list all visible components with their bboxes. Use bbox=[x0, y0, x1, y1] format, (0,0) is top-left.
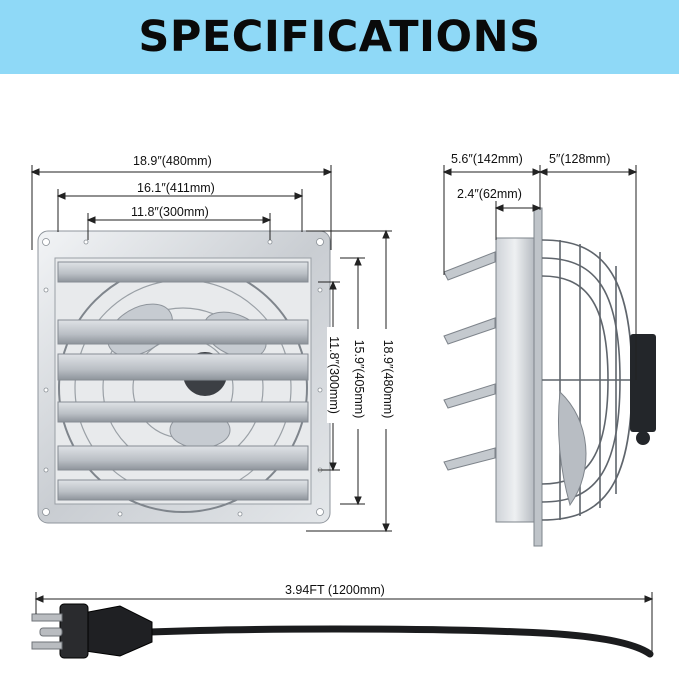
front-width-outer-label: 18.9″(480mm) bbox=[132, 154, 213, 168]
side-depth-total-label: 5.6″(142mm) bbox=[450, 152, 524, 166]
side-dimension-lines bbox=[442, 165, 638, 380]
front-height-outer-label: 18.9″(480mm) bbox=[381, 329, 395, 429]
front-dimension-lines bbox=[30, 165, 392, 533]
side-depth-guard-label: 5″(128mm) bbox=[548, 152, 612, 166]
cord-length-label: 3.94FT (1200mm) bbox=[284, 583, 386, 597]
front-height-inner-label: 11.8″(300mm) bbox=[327, 327, 341, 423]
title-banner bbox=[0, 0, 679, 74]
side-depth-shutter-label: 2.4″(62mm) bbox=[456, 187, 523, 201]
fan-front-view bbox=[37, 230, 331, 524]
fan-side-view bbox=[443, 207, 656, 547]
cord-dimension-line bbox=[34, 592, 654, 654]
page-title: SPECIFICATIONS bbox=[138, 12, 541, 62]
power-cord bbox=[146, 625, 654, 658]
power-plug-icon bbox=[31, 603, 153, 659]
front-width-inner-label: 11.8″(300mm) bbox=[130, 205, 210, 219]
front-width-mid-label: 16.1″(411mm) bbox=[136, 181, 216, 195]
front-height-mid-label: 15.9″(405mm) bbox=[352, 329, 366, 429]
